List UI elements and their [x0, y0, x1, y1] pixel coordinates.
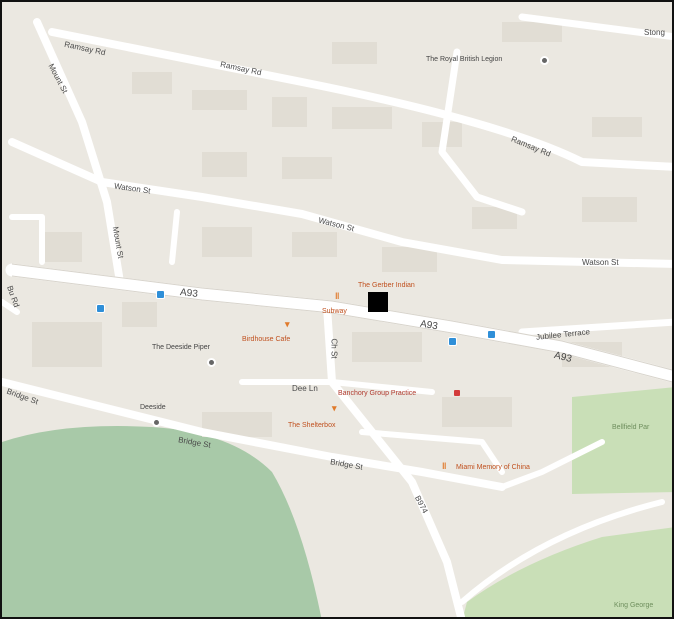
poi-dot-icon[interactable] — [207, 358, 216, 367]
location-marker[interactable] — [368, 292, 388, 312]
poi-label-miami-memory[interactable]: Miami Memory of China — [456, 464, 530, 471]
road-dee-ln — [239, 379, 435, 395]
road-label: Watson St — [582, 258, 619, 267]
king-george-park-area — [463, 527, 672, 617]
bellfield-park-area — [572, 387, 672, 494]
cafe-icon[interactable]: ▾ — [285, 319, 290, 329]
poi-label-deeside-piper[interactable]: The Deeside Piper — [152, 344, 210, 351]
road-label: Dee Ln — [292, 384, 318, 393]
road-edges — [11, 263, 672, 383]
road-label: A93 — [179, 287, 199, 300]
park-label-bellfield[interactable]: Bellfield Par — [612, 424, 650, 431]
road-watson-st — [8, 138, 672, 268]
road-network — [2, 13, 672, 617]
bus-stop-icon[interactable] — [156, 290, 165, 299]
road-label: Ch St — [329, 338, 339, 359]
road-b974 — [323, 303, 466, 617]
road-ramsay — [48, 28, 672, 171]
poi-label-restaurant[interactable]: The Gerber Indian — [358, 282, 415, 289]
road-jubilee-terrace — [518, 318, 672, 336]
poi-dot-icon[interactable] — [540, 56, 549, 65]
poi-label-deeside[interactable]: Deeside — [140, 404, 166, 411]
road-top-right — [518, 13, 672, 41]
poi-label-birdhouse-cafe[interactable]: Birdhouse Cafe — [242, 336, 291, 343]
road-mount-st — [33, 18, 124, 286]
building-blocks — [32, 22, 642, 437]
restaurant-icon[interactable]: ǁ — [442, 461, 447, 471]
poi-dot-icon[interactable] — [152, 418, 161, 427]
cafe-icon[interactable]: ▾ — [332, 403, 337, 413]
poi-label-royal-british-legion[interactable]: The Royal British Legion — [426, 56, 503, 63]
road-bridge-st — [2, 378, 506, 491]
bus-stop-icon[interactable] — [448, 337, 457, 346]
road-label: Stong — [644, 28, 665, 37]
medical-icon[interactable] — [454, 390, 460, 396]
poi-label-the-shelterbox[interactable]: The Shelterbox — [288, 422, 336, 429]
bus-stop-icon[interactable] — [487, 330, 496, 339]
poi-label-subway[interactable]: Subway — [322, 308, 347, 315]
riverside-green-area — [2, 426, 322, 617]
restaurant-icon[interactable]: ǁ — [335, 291, 340, 301]
road-north-link — [438, 48, 526, 216]
road-a93 — [5, 263, 672, 383]
poi-label-banchory-group-practice[interactable]: Banchory Group Practice — [338, 390, 417, 397]
park-label-king-george[interactable]: King George — [614, 602, 654, 609]
bus-stop-icon[interactable] — [96, 304, 105, 313]
